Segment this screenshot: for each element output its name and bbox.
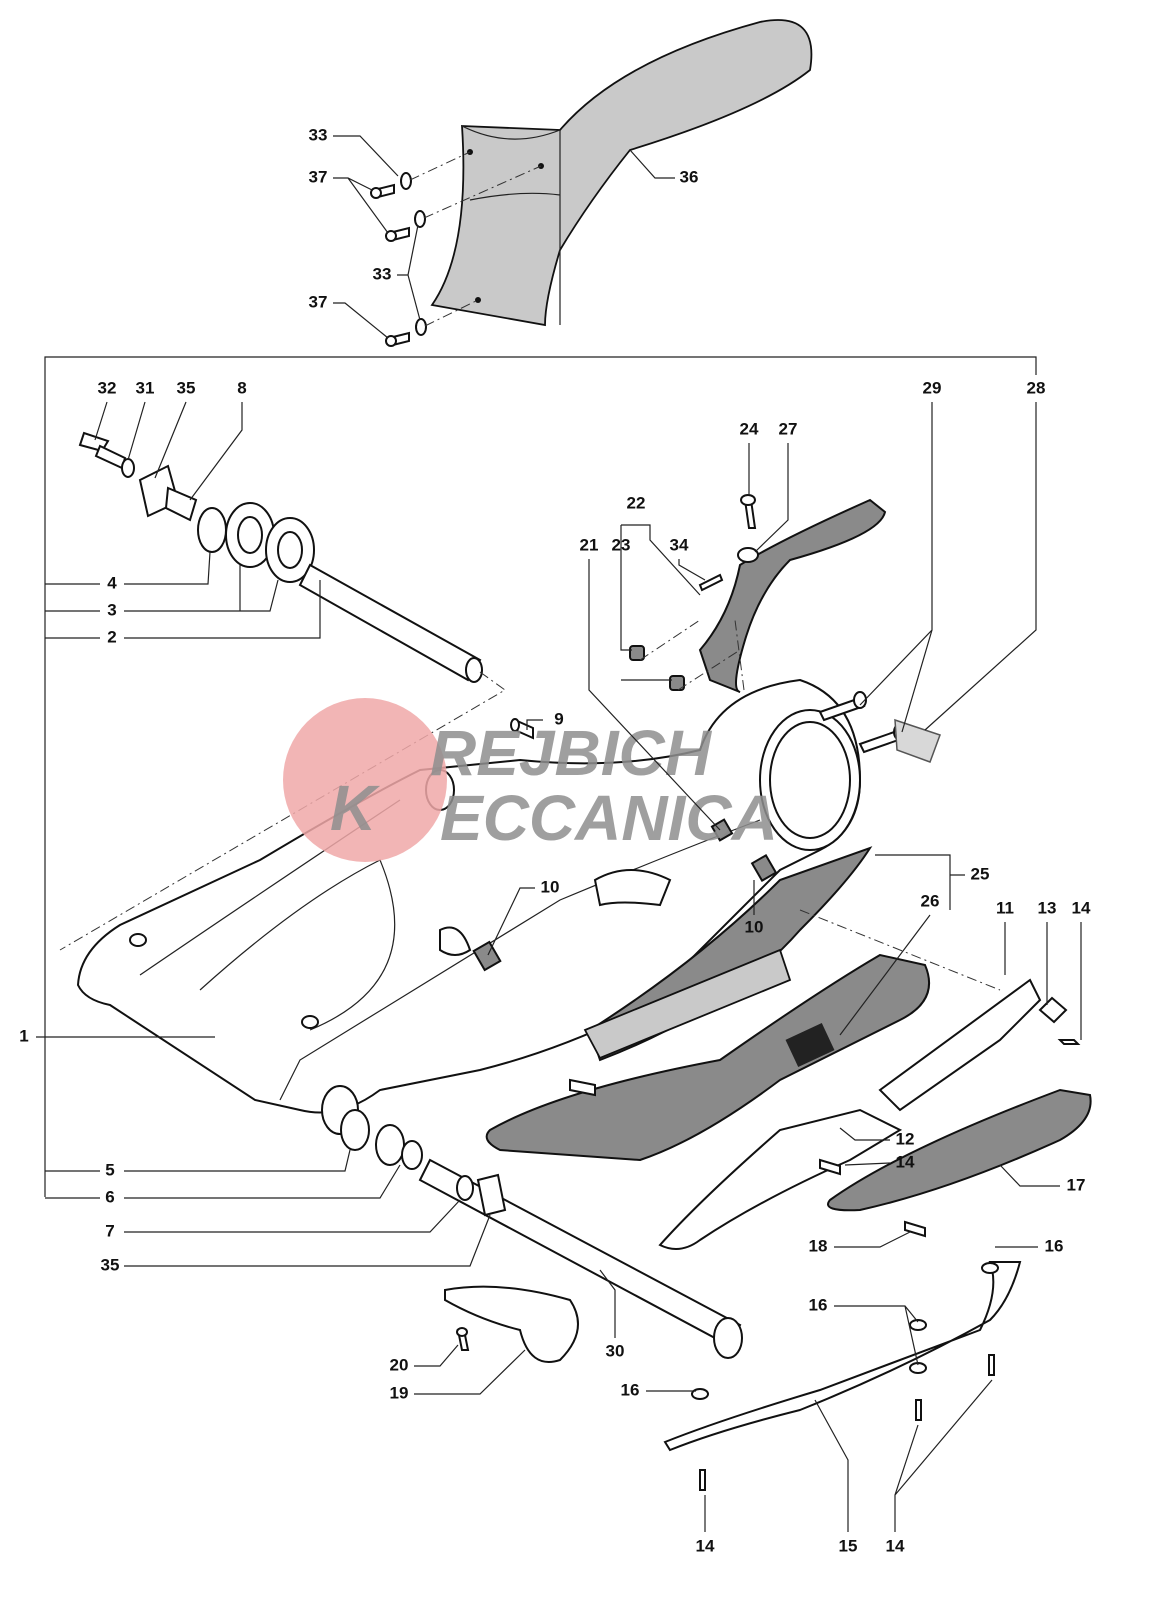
callout-10: 10 (745, 917, 764, 936)
callout-11: 11 (996, 898, 1014, 917)
callout-26: 26 (921, 891, 940, 910)
callout-10: 10 (541, 877, 560, 896)
lower-bracket (663, 1261, 1022, 1491)
rear-fender (430, 19, 813, 327)
callout-20: 20 (390, 1355, 409, 1374)
callout-4: 4 (107, 573, 117, 592)
callout-17: 17 (1067, 1175, 1086, 1194)
svg-text:ECCANICA: ECCANICA (440, 782, 778, 854)
callout-labels: 33 37 33 37 36 32 31 35 8 29 28 24 27 22… (19, 125, 1091, 1555)
callout-6: 6 (105, 1187, 114, 1206)
watermark-initials: K (330, 772, 381, 844)
callout-5: 5 (105, 1160, 114, 1179)
callout-33: 33 (373, 264, 392, 283)
callout-9: 9 (554, 709, 563, 728)
callout-19: 19 (390, 1383, 409, 1402)
callout-31: 31 (136, 378, 155, 397)
callout-14: 14 (886, 1536, 905, 1555)
chain-slider (485, 846, 930, 1162)
callout-8: 8 (237, 378, 246, 397)
callout-35: 35 (101, 1255, 120, 1274)
callout-16: 16 (1045, 1236, 1064, 1255)
callout-28: 28 (1027, 378, 1046, 397)
callout-2: 2 (107, 627, 116, 646)
bracket-frame (44, 356, 1037, 1199)
callout-18: 18 (809, 1236, 828, 1255)
leader-lines (36, 135, 1082, 1532)
callout-14: 14 (896, 1152, 915, 1171)
reflector (894, 718, 941, 763)
callout-22: 22 (627, 493, 646, 512)
callout-34: 34 (670, 535, 689, 554)
pivot-shaft-lower (340, 1109, 743, 1359)
callout-16: 16 (621, 1380, 640, 1399)
callout-29: 29 (923, 378, 942, 397)
callout-33: 33 (309, 125, 328, 144)
callout-14: 14 (1072, 898, 1091, 917)
callout-37: 37 (309, 292, 328, 311)
callout-30: 30 (606, 1341, 625, 1360)
svg-text:REJBICH: REJBICH (430, 717, 713, 789)
chain-guard-upper (629, 494, 941, 763)
callout-25: 25 (971, 864, 990, 883)
callout-15: 15 (839, 1536, 858, 1555)
callout-16: 16 (809, 1295, 828, 1314)
callout-12: 12 (896, 1129, 915, 1148)
right-plates (658, 909, 1092, 1250)
callout-7: 7 (105, 1221, 114, 1240)
callout-13: 13 (1038, 898, 1057, 917)
callout-36: 36 (680, 167, 699, 186)
callout-37: 37 (309, 167, 328, 186)
fender-fasteners (370, 151, 542, 347)
caliper-bracket (444, 1285, 579, 1363)
callout-21: 21 (580, 535, 599, 554)
callout-14: 14 (696, 1536, 715, 1555)
callout-32: 32 (98, 378, 117, 397)
watermark-logo: K REJBICH ECCANICA (283, 698, 778, 862)
callout-27: 27 (779, 419, 798, 438)
callout-35: 35 (177, 378, 196, 397)
callout-24: 24 (740, 419, 759, 438)
pivot-shaft-upper (59, 431, 506, 951)
callout-1: 1 (19, 1026, 28, 1045)
callout-3: 3 (107, 600, 116, 619)
callout-23: 23 (612, 535, 631, 554)
